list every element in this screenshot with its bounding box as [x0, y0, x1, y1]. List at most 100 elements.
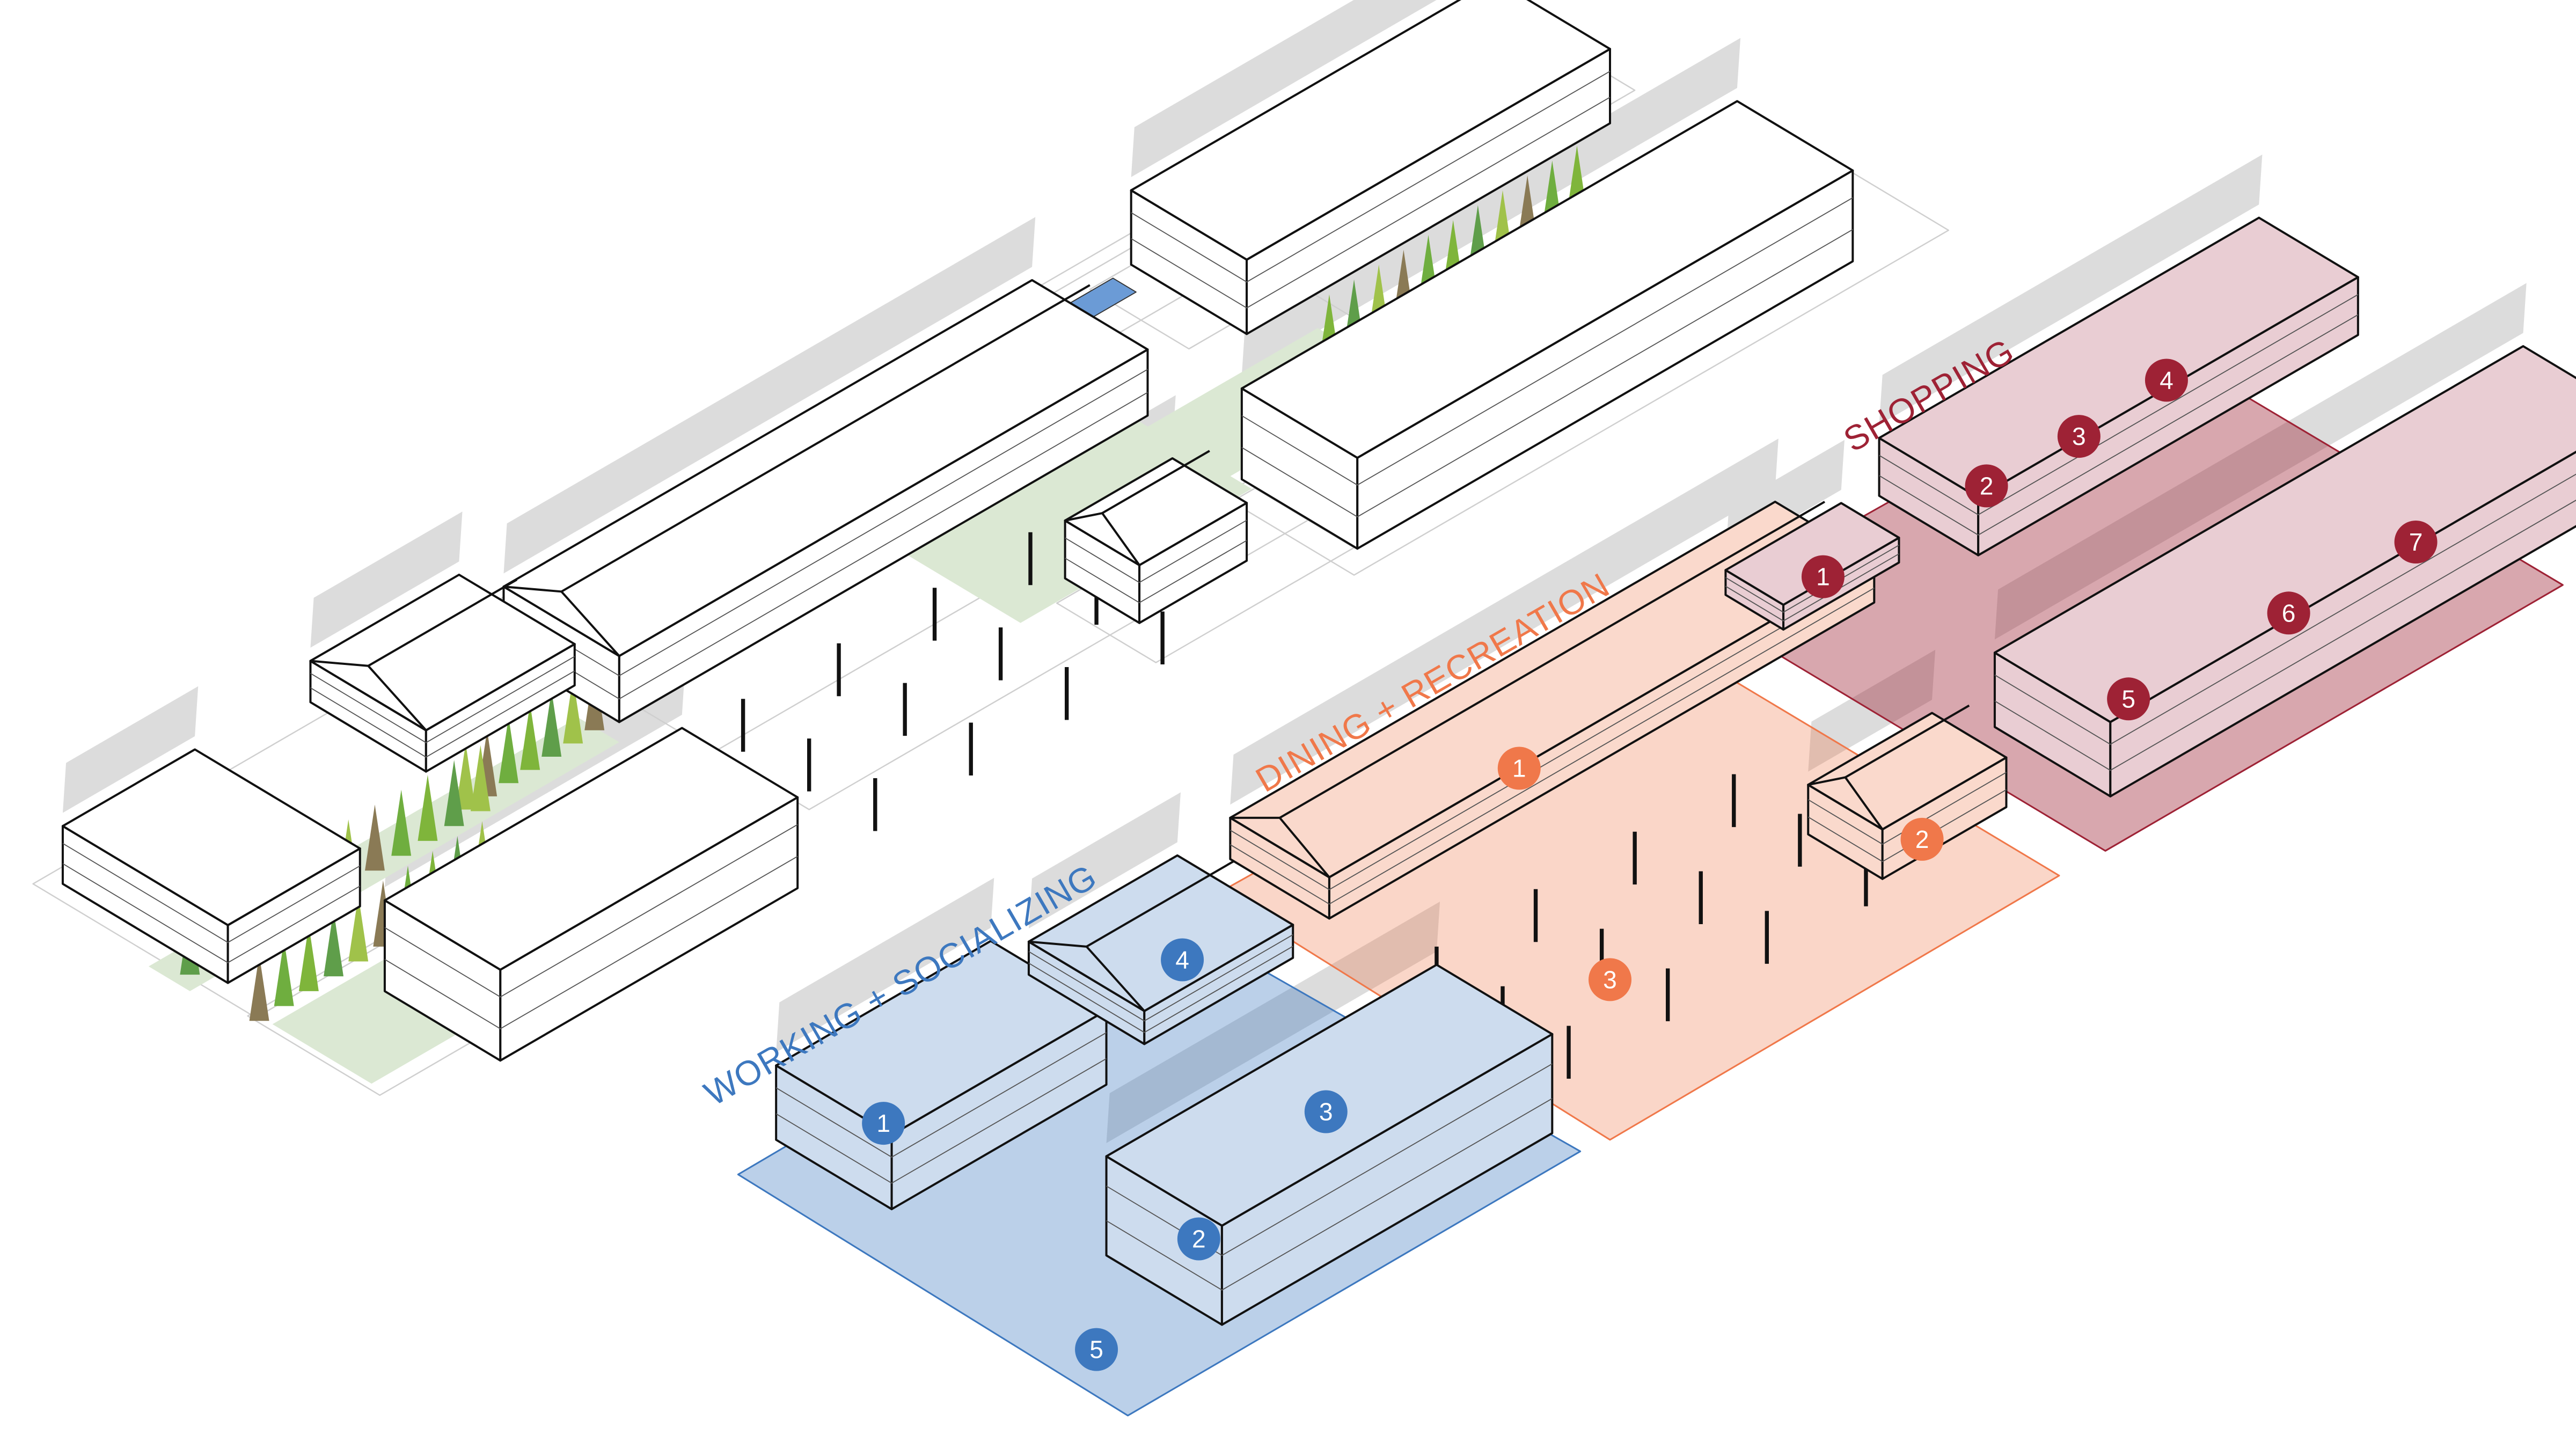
dining-pavilion-2 [1807, 704, 2008, 880]
building-northeast [1240, 100, 1854, 550]
badge-shopping-5: 5 [2107, 677, 2150, 721]
gable [309, 660, 427, 731]
shadow [776, 877, 994, 1052]
svg-text:7: 7 [2409, 528, 2423, 556]
floor-line [62, 863, 361, 963]
floor-line [62, 843, 361, 943]
svg-text:1: 1 [876, 1109, 890, 1137]
buildings [61, 0, 2576, 1326]
badge-working-4: 4 [1161, 938, 1204, 982]
floor-line [1230, 573, 1875, 890]
floor-line [1065, 519, 1247, 583]
gable [1064, 512, 1141, 567]
working-building-1 [775, 940, 1108, 1211]
floor-line [1994, 473, 2576, 745]
svg-text:5: 5 [1089, 1336, 1103, 1364]
floor-line [775, 1032, 1107, 1158]
floor-line [1065, 540, 1247, 604]
floor-line [384, 855, 798, 1029]
floor-line [1131, 70, 1611, 283]
roof-ridge [1279, 501, 1826, 819]
tree-icon [456, 743, 476, 810]
badge-working-2: 2 [1177, 1217, 1220, 1261]
floor-line [1879, 314, 2359, 536]
roof [1724, 502, 1900, 606]
badge-shopping-7: 7 [2394, 521, 2438, 564]
badge-working-5: 5 [1075, 1328, 1118, 1371]
floor-line [1807, 772, 2007, 845]
gable [1229, 816, 1330, 879]
roof [1993, 345, 2576, 723]
badge-shopping-4: 4 [2145, 358, 2188, 402]
shadow [1879, 155, 2263, 425]
tree-icon [274, 940, 294, 1006]
floor-line [384, 824, 798, 998]
svg-text:1: 1 [1816, 563, 1830, 591]
svg-text:2: 2 [1915, 825, 1929, 853]
floor-line [1994, 500, 2576, 771]
roof [1130, 0, 1611, 261]
floor-line [310, 670, 575, 758]
floor-line [1028, 946, 1293, 1033]
floor-line [1879, 294, 2359, 516]
badges: 1 2 3 4 5 1 2 3 1 2 3 4 5 6 7 [862, 358, 2438, 1371]
shadow [1241, 38, 1741, 376]
svg-text:6: 6 [2282, 599, 2296, 627]
floor-line [1241, 197, 1853, 486]
floor-line [1230, 587, 1875, 905]
floor-line [1725, 553, 1899, 621]
badge-shopping-1: 1 [1801, 555, 1845, 598]
shadow [1994, 283, 2527, 640]
floor-line [310, 656, 575, 743]
gable [1807, 776, 1884, 831]
roof [1878, 216, 2359, 499]
floor-line [1807, 789, 2007, 862]
floor-line [1106, 1098, 1553, 1291]
tree-icon [418, 774, 438, 841]
building-north [1130, 0, 1611, 335]
badge-shopping-6: 6 [2267, 591, 2310, 635]
shops-5-7 [1993, 345, 2576, 797]
tree-icon [348, 895, 369, 962]
badge-shopping-3: 3 [2057, 415, 2101, 458]
pavilion-center [1064, 450, 1248, 624]
roof-ridge [561, 284, 1091, 593]
tree-icon [324, 910, 343, 977]
svg-text:3: 3 [1603, 965, 1617, 993]
main-hall [502, 279, 1149, 723]
svg-text:4: 4 [2160, 366, 2174, 394]
svg-text:2: 2 [1192, 1225, 1206, 1253]
roof [61, 748, 361, 926]
roof [383, 727, 799, 971]
floor-line [775, 1058, 1107, 1184]
roof-ridge [1101, 450, 1210, 514]
tree-icon [365, 804, 385, 871]
badge-dining-2: 2 [1900, 817, 1944, 861]
tree-icon [563, 677, 583, 744]
working-pavilion-4 [1027, 854, 1294, 1045]
svg-text:2: 2 [1980, 472, 1994, 500]
tree-icon [298, 925, 319, 991]
gable [1027, 940, 1146, 1012]
floor-line [1725, 545, 1899, 613]
svg-text:4: 4 [1175, 946, 1189, 974]
badge-shopping-2: 2 [1965, 464, 2008, 508]
svg-text:3: 3 [1319, 1098, 1333, 1126]
roof-ridge [1086, 859, 1236, 948]
badge-working-3: 3 [1304, 1090, 1348, 1133]
tree-icon [470, 745, 491, 811]
svg-text:3: 3 [2072, 422, 2086, 450]
floor-line [1106, 1063, 1553, 1256]
tree-icon [541, 690, 562, 757]
roof-ridge [1845, 704, 1970, 779]
floor-line [1241, 229, 1853, 518]
tree-icon [444, 760, 464, 826]
floor-line [1131, 97, 1611, 309]
tree-icon [520, 704, 540, 770]
gable [502, 586, 620, 657]
badge-working-1: 1 [862, 1102, 905, 1145]
building-southwest [383, 727, 799, 1062]
roof-ridge [368, 579, 518, 667]
shadow [62, 686, 199, 813]
